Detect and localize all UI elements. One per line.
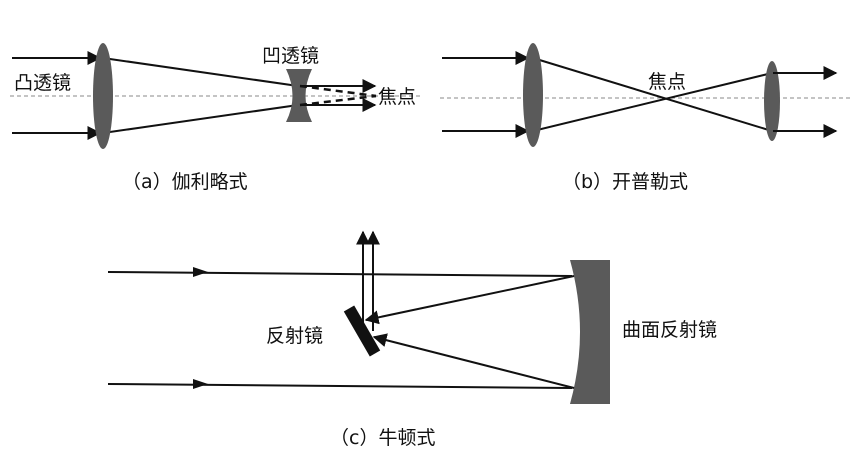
- arrowhead-bottom-c: [193, 379, 208, 389]
- focus-label-a: 焦点: [378, 86, 416, 108]
- caption-b: （b）开普勒式: [562, 171, 688, 193]
- incoming-ray-bottom-c: [107, 383, 573, 389]
- virtual-ray-bottom-a: [299, 94, 377, 107]
- concave-lens-a: [286, 69, 312, 122]
- eyepiece-lens-b: [764, 61, 780, 141]
- reflected-ray-top-c: [364, 275, 575, 325]
- convex-lens-a: [93, 43, 113, 149]
- converging-ray-bottom-a: [102, 104, 299, 134]
- convex-lens-label: 凸透镜: [14, 72, 71, 94]
- panel-a-galilean: 凸透镜 凹透镜 焦点 （a）伽利略式: [10, 43, 420, 193]
- crossing-ray-2-b: [532, 72, 773, 132]
- objective-lens-b: [523, 43, 543, 147]
- incoming-ray-top-c: [107, 271, 573, 277]
- crossing-ray-1-b: [532, 57, 773, 132]
- reflected-ray-bottom-c: [372, 333, 575, 389]
- panel-c-newtonian: 反射镜 曲面反射镜 （c）牛顿式: [107, 230, 717, 449]
- curved-mirror: [570, 260, 610, 404]
- curved-mirror-label: 曲面反射镜: [622, 319, 717, 341]
- concave-lens-label: 凹透镜: [262, 45, 319, 67]
- mirror-label: 反射镜: [266, 325, 323, 347]
- focus-label-b: 焦点: [648, 71, 686, 93]
- caption-a: （a）伽利略式: [122, 171, 248, 193]
- virtual-ray-top-a: [299, 84, 377, 98]
- flat-mirror: [343, 305, 381, 357]
- panel-b-keplerian: 焦点 （b）开普勒式: [440, 43, 850, 193]
- converging-ray-top-a: [102, 57, 299, 87]
- caption-c: （c）牛顿式: [330, 427, 435, 449]
- arrowhead-top-c: [193, 267, 208, 277]
